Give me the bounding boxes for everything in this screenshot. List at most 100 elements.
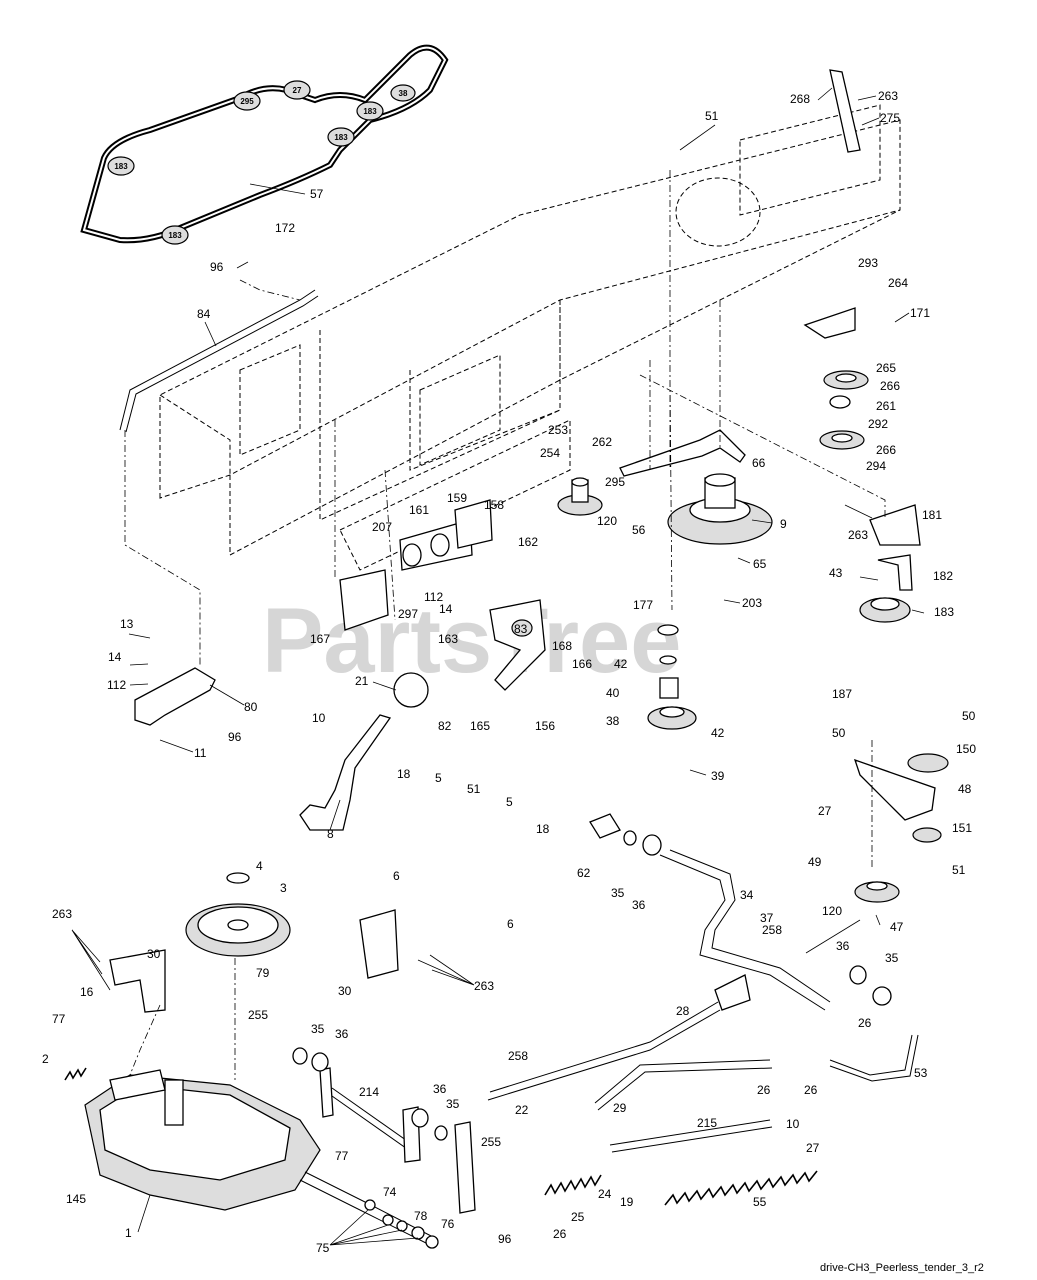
callout: 28: [676, 1004, 690, 1018]
callout: 156: [535, 719, 555, 733]
callout: 162: [518, 535, 538, 549]
callout: 112: [107, 678, 126, 692]
callout: 43: [829, 566, 843, 580]
callout: 29: [613, 1101, 627, 1115]
bracket-30: [109, 909, 399, 1013]
callout: 96: [210, 260, 224, 274]
callout: 50: [962, 709, 976, 723]
belt-pulley: 27: [283, 80, 311, 100]
callout: 47: [890, 920, 904, 934]
callout: 26: [553, 1227, 567, 1241]
svg-text:183: 183: [363, 107, 377, 116]
callout: 16: [80, 985, 94, 999]
svg-text:183: 183: [168, 231, 182, 240]
callout: 262: [592, 435, 612, 449]
callout: 51: [467, 782, 481, 796]
callout: 26: [858, 1016, 872, 1030]
spring-2: [64, 1067, 87, 1081]
belt-pulley: 183: [161, 225, 189, 245]
callout: 35: [446, 1097, 460, 1111]
brake-bracket-assembly: [339, 499, 546, 691]
callout: 120: [822, 904, 842, 918]
callout: 37: [760, 911, 774, 925]
callout: 120: [597, 514, 617, 528]
callout: 294: [866, 459, 886, 473]
callout: 25: [571, 1210, 585, 1224]
svg-text:183: 183: [334, 133, 348, 142]
idler-bracket-48: [853, 753, 949, 903]
callout: 83: [514, 622, 528, 636]
callout: 293: [858, 256, 878, 270]
callout: 19: [620, 1195, 634, 1209]
pulley-38-stack: [647, 624, 697, 730]
callout: 62: [577, 866, 591, 880]
callout: 255: [248, 1008, 268, 1022]
callout: 50: [832, 726, 846, 740]
callout: 261: [876, 399, 896, 413]
callout: 36: [335, 1027, 349, 1041]
svg-text:183: 183: [114, 162, 128, 171]
belt-pulley: 183: [356, 101, 384, 121]
callout: 66: [752, 456, 766, 470]
spring-25: [544, 1174, 602, 1196]
callout: 1: [125, 1226, 132, 1240]
callout: 38: [606, 714, 620, 728]
callout: 165: [470, 719, 490, 733]
callout: 26: [757, 1083, 771, 1097]
callout: 55: [753, 1195, 767, 1209]
callout: 14: [439, 602, 453, 616]
callout: 177: [633, 598, 653, 612]
callout: 266: [876, 443, 896, 457]
tractor-frame: [159, 104, 901, 571]
bracket-80: [134, 667, 216, 726]
callout: 35: [311, 1022, 325, 1036]
callout: 5: [435, 771, 442, 785]
leader-lines: [71, 87, 925, 1246]
diagram-code: drive-CH3_Peerless_tender_3_r2: [820, 1262, 984, 1274]
callout: 56: [632, 523, 646, 537]
callout: 79: [256, 966, 270, 980]
callout: 77: [52, 1012, 66, 1026]
callout: 150: [956, 742, 976, 756]
svg-text:295: 295: [240, 97, 254, 106]
pedal-shaft-assembly: [589, 813, 892, 1011]
callout: 168: [552, 639, 572, 653]
callout: 254: [540, 446, 560, 460]
callout: 14: [108, 650, 122, 664]
callout: 78: [414, 1209, 428, 1223]
callout: 263: [52, 907, 72, 921]
callout: 5: [506, 795, 513, 809]
callout: 42: [711, 726, 725, 740]
callout: 21: [355, 674, 369, 688]
callout: 158: [484, 498, 504, 512]
callout: 263: [878, 89, 898, 103]
callout: 36: [836, 939, 850, 953]
rod-84: [119, 289, 316, 431]
callout: 84: [197, 307, 211, 321]
callout: 2: [42, 1052, 49, 1066]
callout: 215: [697, 1116, 717, 1130]
callout: 24: [598, 1187, 612, 1201]
callout: 145: [66, 1192, 86, 1206]
washer-stack-75: [364, 1199, 439, 1249]
callout: 268: [790, 92, 810, 106]
callout: 167: [310, 632, 330, 646]
callout: 10: [312, 711, 326, 725]
callout: 77: [335, 1149, 349, 1163]
callout: 96: [228, 730, 242, 744]
callout: 96: [498, 1232, 512, 1246]
callout: 297: [398, 607, 418, 621]
callout: 57: [310, 187, 324, 201]
callout: 182: [933, 569, 953, 583]
engine-pulley-9: [667, 473, 773, 545]
belt-pulley: 295: [233, 91, 261, 111]
callout: 36: [632, 898, 646, 912]
callout: 36: [433, 1082, 447, 1096]
callout: 265: [876, 361, 896, 375]
alignment-lines: [124, 170, 886, 1080]
callout: 181: [922, 508, 942, 522]
callout: 112: [424, 590, 443, 604]
callout: 258: [508, 1049, 528, 1063]
svg-text:27: 27: [293, 86, 302, 95]
callout: 18: [397, 767, 411, 781]
